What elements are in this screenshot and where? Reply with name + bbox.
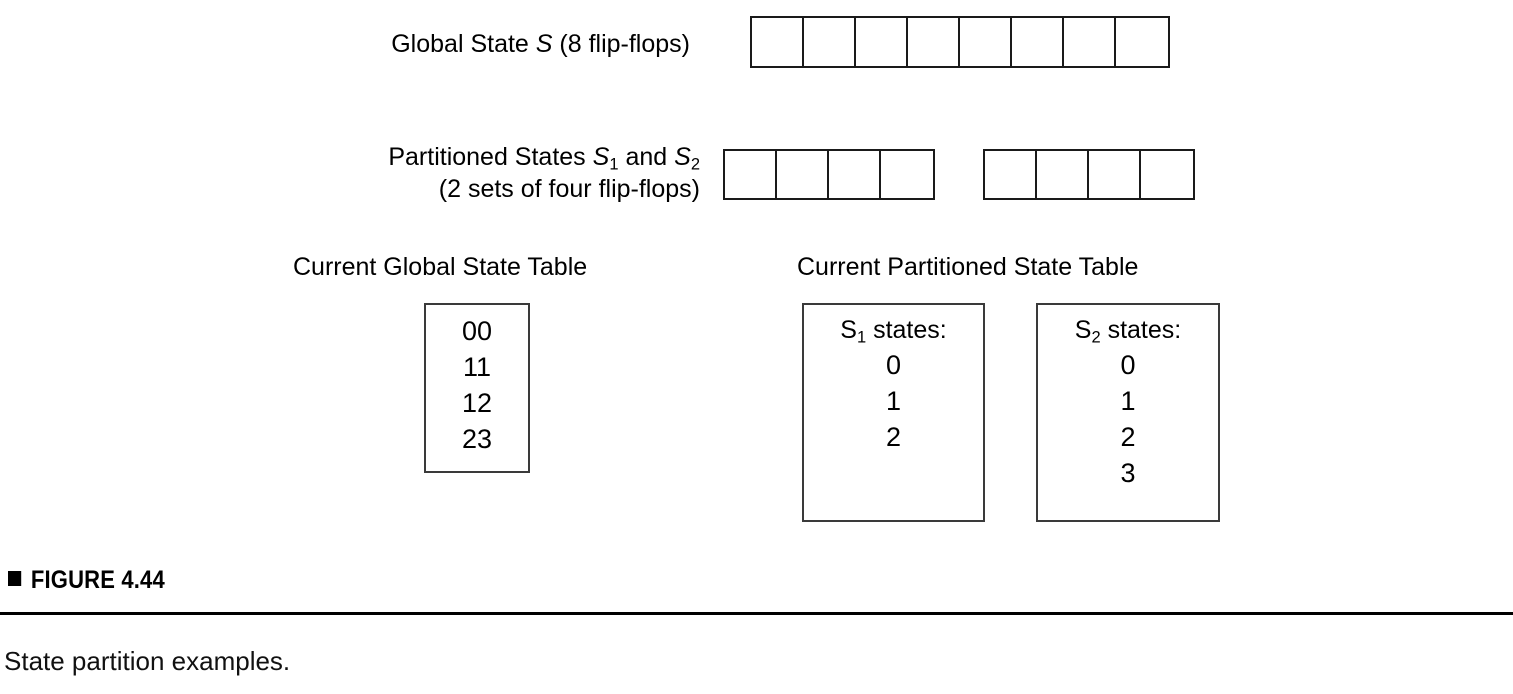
global-state-entry: 00 — [461, 316, 493, 346]
flip-flop-cell — [856, 18, 908, 66]
flip-flop-cell — [985, 151, 1037, 198]
flip-flop-cell — [960, 18, 1012, 66]
s1-states-caption: S1 states: — [804, 313, 983, 347]
partitioned-state-table-header: Current Partitioned State Table — [797, 253, 1139, 281]
global-state-entry: 11 — [462, 352, 492, 382]
global-state-label-prefix: Global State — [391, 30, 536, 58]
flip-flop-cell — [804, 18, 856, 66]
flip-flop-cell — [1141, 151, 1193, 198]
global-state-label: Global State S (8 flip-flops) — [0, 28, 690, 60]
s2-state-entry: 2 — [1120, 422, 1136, 452]
partitioned-symbol-2: S — [674, 143, 691, 171]
s1-state-entry: 2 — [885, 422, 902, 452]
global-state-entry: 12 — [461, 388, 493, 418]
partitioned-label-prefix: Partitioned States — [388, 143, 593, 171]
s2-state-entry: 1 — [1120, 386, 1136, 416]
square-bullet-icon — [8, 571, 22, 586]
s2-caption-suffix: states: — [1100, 316, 1182, 344]
global-state-table: 00 11 12 23 — [424, 303, 530, 473]
s2-states-caption: S2 states: — [1038, 313, 1218, 347]
s1-subscript: 1 — [856, 328, 867, 347]
partitioned-states-label-line2: (2 sets of four flip-flops) — [438, 175, 700, 203]
s1-state-entry: 0 — [885, 350, 902, 380]
partitioned-state-table-s2: S2 states: 0 1 2 3 — [1036, 303, 1220, 522]
flip-flop-cell — [1116, 18, 1168, 66]
flip-flop-cell — [1064, 18, 1116, 66]
partitioned-states-label: Partitioned States S1 and S2 (2 sets of … — [0, 141, 700, 205]
partitioned-register-s1 — [723, 149, 935, 200]
s1-state-entry: 1 — [885, 386, 902, 416]
partitioned-subscript-2: 2 — [690, 155, 700, 174]
s1-symbol: S — [840, 316, 857, 344]
partitioned-symbol-1: S — [592, 143, 610, 171]
s2-subscript: 2 — [1091, 328, 1101, 347]
partitioned-register-s2 — [983, 149, 1195, 200]
global-state-entry: 23 — [461, 424, 493, 454]
global-state-symbol: S — [535, 30, 553, 58]
flip-flop-cell — [881, 151, 933, 198]
global-state-table-header: Current Global State Table — [293, 253, 588, 281]
figure-number-label: FIGURE 4.44 — [30, 566, 165, 594]
partitioned-states-label-line1: Partitioned States S1 and S2 — [0, 141, 700, 173]
global-state-register — [750, 16, 1170, 68]
flip-flop-cell — [1089, 151, 1141, 198]
flip-flop-cell — [1012, 18, 1064, 66]
partitioned-subscript-1: 1 — [609, 155, 619, 174]
flip-flop-cell — [752, 18, 804, 66]
flip-flop-cell — [1037, 151, 1089, 198]
s2-state-entry: 0 — [1120, 350, 1136, 380]
s2-symbol: S — [1074, 316, 1092, 344]
s1-caption-suffix: states: — [866, 316, 947, 344]
figure-caption: State partition examples. — [4, 646, 291, 676]
figure-divider — [0, 612, 1513, 615]
flip-flop-cell — [777, 151, 829, 198]
flip-flop-cell — [725, 151, 777, 198]
global-state-label-suffix: (8 flip-flops) — [552, 30, 690, 58]
figure-title: FIGURE 4.44 — [8, 566, 165, 595]
partitioned-state-table-s1: S1 states: 0 1 2 — [802, 303, 985, 522]
flip-flop-cell — [908, 18, 960, 66]
s2-state-entry: 3 — [1120, 458, 1136, 488]
flip-flop-cell — [829, 151, 881, 198]
partitioned-label-mid: and — [618, 143, 675, 171]
